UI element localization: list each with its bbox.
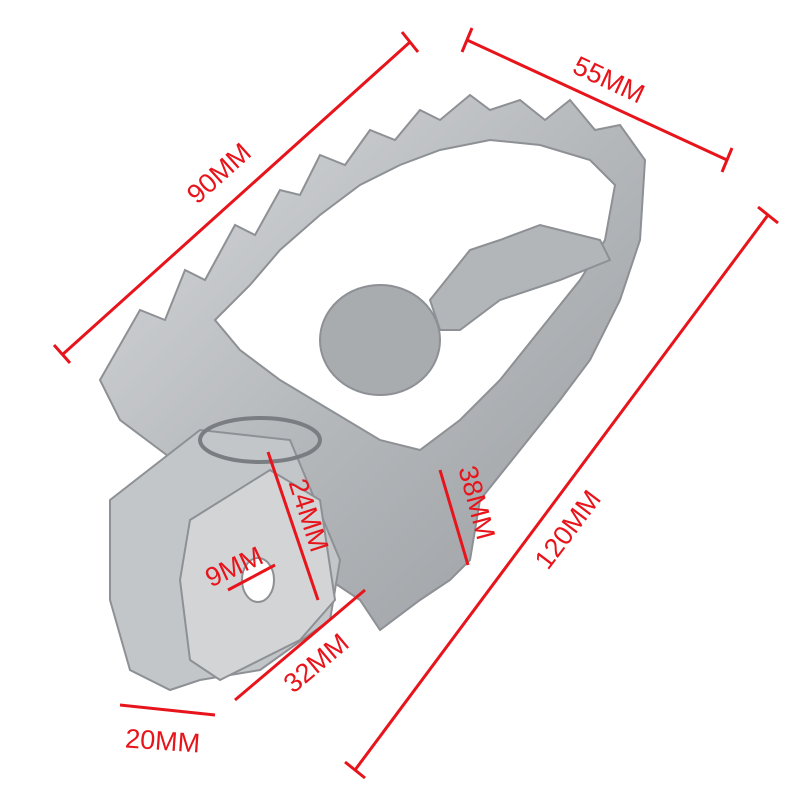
label-20mm: 20MM xyxy=(124,723,201,758)
dim-line-120 xyxy=(353,214,770,771)
footpeg-crossbar xyxy=(428,223,612,331)
spring xyxy=(198,416,322,464)
label-55mm: 55MM xyxy=(568,50,649,109)
pivot-shaft xyxy=(319,284,441,396)
dim-line-38 xyxy=(438,469,470,566)
dim-line-24 xyxy=(266,451,320,601)
dimension-lines xyxy=(52,27,779,780)
dim-line-9 xyxy=(227,563,276,592)
label-90mm: 90MM xyxy=(181,137,257,209)
dim-line-20 xyxy=(119,703,216,717)
dim-line-90 xyxy=(60,40,412,357)
footpeg-image xyxy=(98,93,647,692)
dim-line-32 xyxy=(234,588,366,702)
label-120mm: 120MM xyxy=(529,485,607,575)
dim-line-55 xyxy=(466,38,728,162)
